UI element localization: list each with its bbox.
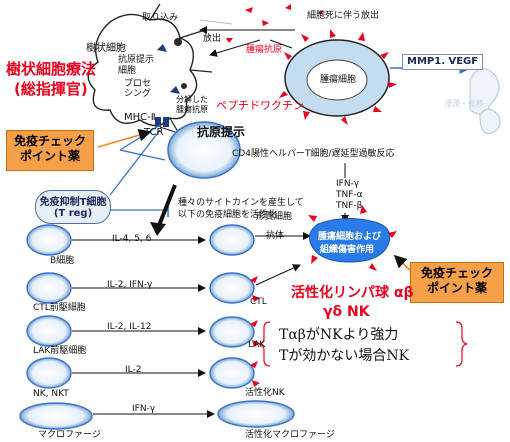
macrophage-label: マクロファージ bbox=[38, 430, 101, 440]
release-label: 放出 bbox=[203, 34, 222, 44]
antigen-presenting-label: 抗原提示 bbox=[118, 55, 155, 65]
activated-lymphocyte-label: 活性化リンパ球 αβ bbox=[291, 285, 414, 301]
checkpoint-right-line1: 免疫チェック bbox=[420, 266, 493, 280]
tnf-beta-label: TNF-β bbox=[336, 201, 363, 211]
processing-label-2: シング bbox=[124, 89, 152, 99]
invasion-label: 浸潤・転移 bbox=[444, 99, 484, 108]
b-cell-label: B細胞 bbox=[50, 256, 75, 266]
processing-label-1: プロセ bbox=[124, 79, 152, 89]
cytokine-line1: 種々のサイトカインを産生して bbox=[178, 198, 304, 208]
blob-text-2: 組織傷害作用 bbox=[320, 245, 375, 255]
peptide-vaccine-label: ペプチドワクチン bbox=[216, 99, 304, 112]
tcr-label: TCR bbox=[144, 127, 164, 138]
degraded-antigen-label-1: 分解した bbox=[176, 95, 208, 104]
checkpoint-left-line1: 免疫チェック bbox=[13, 134, 86, 148]
il-456-label: IL-4, 5, 6 bbox=[112, 234, 152, 244]
ifn-gamma-label: IFN-γ bbox=[336, 179, 360, 189]
cd4-reaction-label: CD4陽性ヘルパーT細胞/遅延型過敏反応 bbox=[232, 149, 395, 159]
checkpoint-inhibitor-box-right: 免疫チェック ポイント薬 bbox=[410, 262, 504, 303]
note-line-2: Tが効かない場合NK bbox=[279, 348, 410, 364]
lak-label: LAK bbox=[248, 340, 266, 350]
il2-label: IL-2 bbox=[125, 365, 142, 375]
cell-label: 細胞 bbox=[118, 66, 137, 76]
il2-il12-label: IL-2, IL-12 bbox=[107, 322, 152, 332]
il2-ifng-label: IL-2, IFN-γ bbox=[107, 280, 153, 290]
dendritic-therapy-title: 樹状細胞療法 bbox=[6, 60, 97, 78]
checkpoint-left-line2: ポイント薬 bbox=[19, 149, 80, 163]
activated-macrophage-label: 活性化マクロファージ bbox=[245, 430, 335, 440]
checkpoint-inhibitor-box-left: 免疫チェック ポイント薬 bbox=[6, 130, 94, 171]
degraded-antigen-label-2: 腫瘍抗原 bbox=[176, 105, 208, 114]
dendritic-cell-label: 樹状細胞 bbox=[86, 43, 126, 54]
mhc-label: MHC-Ⅱ bbox=[124, 112, 156, 123]
antigen-presentation-label: 抗原提示 bbox=[197, 125, 246, 139]
ctl-precursor-label: CTL前駆細胞 bbox=[33, 303, 86, 313]
uptake-label: 取り込み bbox=[142, 13, 179, 23]
activated-nk-label: 活性化NK bbox=[245, 388, 285, 398]
treg-box: 免疫抑制T細胞 (T reg) bbox=[35, 190, 111, 224]
cytotoxic-effect-blob bbox=[308, 218, 391, 263]
note-line-1: TαβがNKより強力 bbox=[279, 327, 399, 343]
tumor-cell-label: 腫瘍細胞 bbox=[320, 75, 357, 85]
mmp-vegf-box: MMP1. VEGF bbox=[402, 54, 484, 70]
ctl-label: CTL bbox=[250, 297, 267, 307]
plasma-cell-label: 形質細胞 bbox=[256, 212, 293, 222]
cytokine-line2: 以下の免疫細胞を活性化 bbox=[178, 210, 278, 220]
treg-line2: (T reg) bbox=[53, 208, 93, 219]
tnf-alpha-label: TNF-α bbox=[336, 190, 363, 200]
dendritic-therapy-subtitle: (総指揮官) bbox=[14, 80, 88, 98]
death-release-label: 細胞死に伴う放出 bbox=[307, 11, 380, 21]
nk-nkt-label: NK, NKT bbox=[33, 389, 69, 399]
treg-line1: 免疫抑制T細胞 bbox=[39, 197, 107, 208]
checkpoint-right-line2: ポイント薬 bbox=[426, 281, 487, 295]
tumor-antigen-label: 腫瘍抗原 bbox=[246, 45, 283, 55]
antibody-label: 抗体 bbox=[266, 231, 285, 241]
helper-t-cell bbox=[167, 121, 241, 179]
lak-precursor-label: LAK前駆細胞 bbox=[33, 346, 87, 356]
ifng-bottom-label: IFN-γ bbox=[132, 404, 156, 414]
activated-lymphocyte-types: γδ NK bbox=[323, 304, 370, 320]
blob-text-1: 腫瘍細胞および bbox=[318, 232, 382, 242]
